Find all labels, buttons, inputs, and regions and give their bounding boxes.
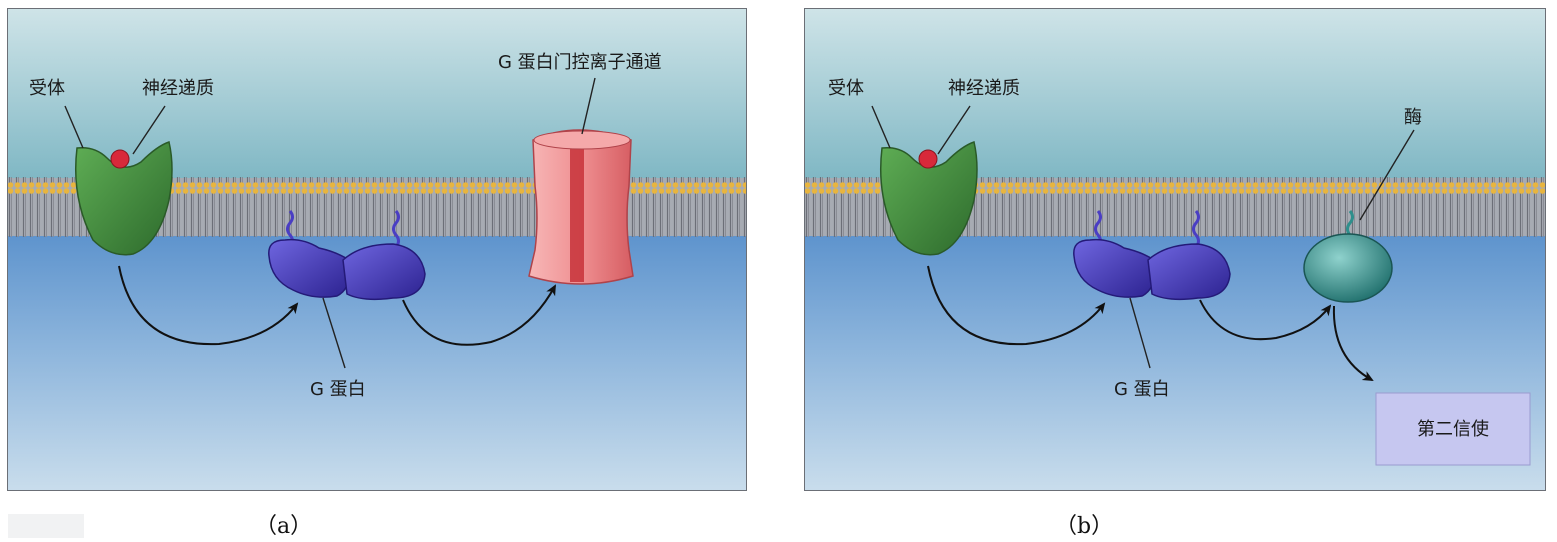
g-protein-subunit [343,244,425,299]
label-enzyme: 酶 [1404,107,1422,128]
ion-channel-pore [570,136,584,282]
label-neurotransmitter: 神经递质 [142,78,214,99]
label-g-protein: G 蛋白 [1114,379,1170,400]
label-g-protein: G 蛋白 [310,379,366,400]
extracellular-space [804,8,1546,180]
scan-smudge [8,514,84,538]
caption-a: （a） [255,508,312,540]
g-protein-subunit [1148,244,1230,299]
label-second-messenger: 第二信使 [1417,419,1489,440]
label-g-protein-gated-channel: G 蛋白门控离子通道 [498,52,662,73]
panel-b: 受体 神经递质 酶 G 蛋白 第二信使 [804,8,1546,491]
label-neurotransmitter: 神经递质 [948,78,1020,99]
caption-b: （b） [1055,508,1113,540]
neurotransmitter-dot [111,150,129,168]
neurotransmitter-dot [919,150,937,168]
enzyme-shape [1304,234,1392,302]
panel-a: 受体 神经递质 G 蛋白门控离子通道 G 蛋白 [7,8,747,491]
label-receptor: 受体 [29,78,65,99]
label-receptor: 受体 [828,78,864,99]
